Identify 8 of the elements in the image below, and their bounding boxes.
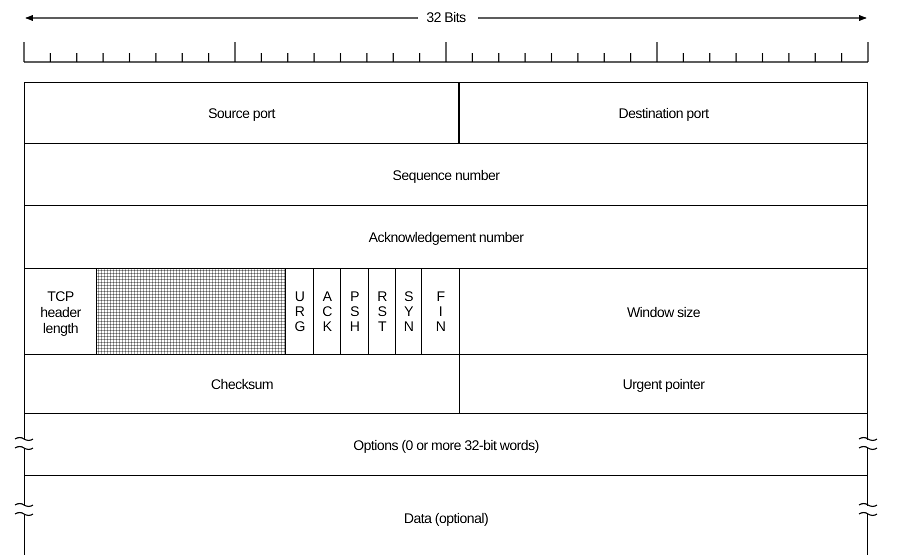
- options-field: Options (0 or more 32-bit words): [24, 413, 868, 476]
- shaded-field: [96, 268, 286, 355]
- port-field: Destination port: [459, 82, 868, 144]
- data-field: Data (optional): [24, 475, 868, 555]
- acknowledgement-field: Acknowledgement number: [24, 205, 868, 269]
- sequence-field: Sequence number: [24, 143, 868, 206]
- port-field: Source port: [24, 82, 459, 144]
- dimension-label: 32 Bits: [425, 9, 467, 25]
